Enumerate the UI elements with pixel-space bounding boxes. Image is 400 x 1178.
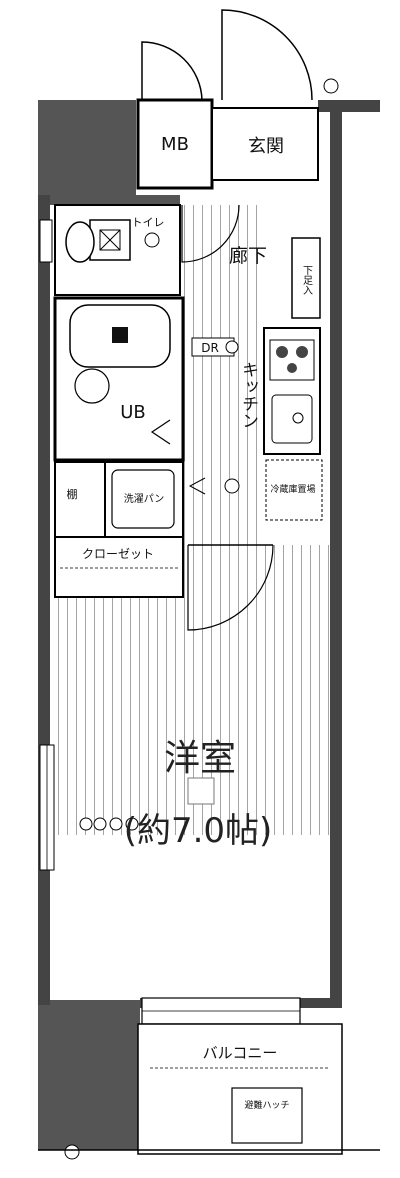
door-mark — [323, 78, 339, 94]
room-door-swing — [187, 544, 274, 631]
dr-circle — [225, 340, 239, 354]
label-hallway: 廊下 — [229, 245, 267, 267]
label-kitchen: キッチン — [238, 361, 258, 429]
label-western-room: 洋室 — [164, 738, 236, 779]
toilet-bowl — [65, 221, 95, 263]
top-wall-left — [50, 195, 180, 205]
toilet-sink — [144, 232, 160, 248]
toilet-door-swing — [181, 204, 240, 263]
outlets — [79, 817, 139, 831]
drain-icon — [112, 327, 128, 343]
entrance-box — [211, 107, 319, 181]
label-escape-hatch: 避難ハッチ — [244, 1099, 289, 1111]
kitchen-sink — [271, 394, 313, 444]
label-shelf: 棚 — [67, 487, 78, 501]
label-washer-pan: 洗濯パン — [124, 493, 165, 505]
balcony-drain — [64, 1144, 80, 1160]
label-shoe-box: 下足入 — [301, 265, 313, 295]
label-unit-bath: UB — [120, 402, 146, 423]
label-dr: DR — [201, 341, 219, 355]
label-mb: MB — [161, 134, 189, 155]
basin — [74, 368, 110, 404]
shelf-box — [54, 461, 106, 538]
stove — [269, 339, 315, 381]
label-toilet: トイレ — [132, 216, 165, 229]
escape-hatch-box — [231, 1087, 303, 1144]
label-closet: クローゼット — [82, 547, 154, 561]
label-room-area: (約7.0帖) — [124, 811, 273, 851]
window-toilet — [39, 219, 53, 263]
right-notch — [318, 100, 380, 112]
wall-left-upper — [38, 100, 136, 200]
entrance-door-swing — [221, 9, 313, 101]
label-fridge-space: 冷蔵庫置場 — [270, 483, 315, 495]
shoe-box — [291, 237, 321, 319]
washer-pan — [111, 469, 175, 529]
wall-left-lower — [38, 1000, 140, 1150]
outer-wall-right — [330, 100, 342, 1000]
closet — [54, 536, 184, 598]
outer-wall-left — [38, 195, 50, 1005]
label-entrance: 玄関 — [248, 136, 284, 157]
bath-door — [150, 419, 171, 445]
mb-door-swing — [141, 41, 203, 101]
label-balcony: バルコニー — [203, 1044, 278, 1062]
ceiling-light — [187, 777, 215, 805]
fridge-space — [265, 459, 323, 521]
